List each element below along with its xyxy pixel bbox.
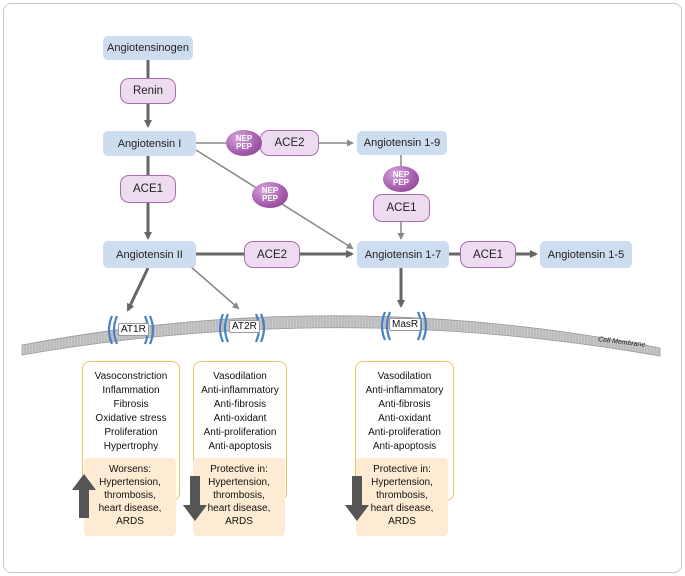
outcome-line: Hypertension, <box>208 477 270 488</box>
outcome-line: heart disease, <box>370 503 434 514</box>
outcome-line: ARDS <box>225 516 253 527</box>
node-angiotensin-i: Angiotensin I <box>103 131 196 156</box>
effect-item: Vasoconstriction <box>94 371 168 382</box>
effect-item: Fibrosis <box>113 399 149 410</box>
effect-item: Inflammation <box>102 385 160 396</box>
outcome-line: ARDS <box>388 516 416 527</box>
at2r-receptor <box>218 313 266 343</box>
outcome-line: heart disease, <box>207 503 271 514</box>
effect-item: Anti-fibrosis <box>378 399 431 410</box>
node-angiotensin-1-9: Angiotensin 1-9 <box>357 131 447 155</box>
effect-item: Anti-proliferation <box>368 427 441 438</box>
cell-membrane <box>21 315 661 357</box>
outcome-line: heart disease, <box>98 503 162 514</box>
effect-item: Vasodilation <box>213 371 267 382</box>
enzyme-ace1-main: ACE1 <box>120 175 176 203</box>
effect-item: Anti-oxidant <box>213 413 267 424</box>
outcome-line: thrombosis, <box>213 490 265 501</box>
arrow-ang2-at2r <box>189 265 240 310</box>
node-angiotensinogen: Angiotensinogen <box>103 36 193 60</box>
node-angiotensin-1-7: Angiotensin 1-7 <box>357 241 449 268</box>
at1r-outcome-note: Worsens: Hypertension, thrombosis, heart… <box>84 458 176 536</box>
effect-item: Anti-fibrosis <box>213 399 267 410</box>
masr-label: MasR <box>389 318 422 331</box>
node-angiotensin-1-5: Angiotensin 1-5 <box>540 241 632 268</box>
effect-item: Anti-inflammatory <box>201 385 279 396</box>
enzyme-ace1-far: ACE1 <box>460 241 516 268</box>
effect-item: Anti-apoptosis <box>208 441 272 452</box>
effect-item: Anti-proliferation <box>203 427 277 438</box>
enzyme-ace2-top: ACE2 <box>260 130 319 156</box>
enzyme-ace1-right: ACE1 <box>373 194 430 222</box>
outcome-line: Worsens: <box>108 464 152 475</box>
effect-item: Vasodilation <box>377 371 432 382</box>
enzyme-renin: Renin <box>120 78 176 104</box>
effect-item: Proliferation <box>104 427 158 438</box>
at1r-receptor <box>107 315 155 345</box>
masr-effects-list: Vasodilation Anti-inflammatory Anti-fibr… <box>356 370 453 454</box>
at1r-effects-list: Vasoconstriction Inflammation Fibrosis O… <box>83 370 179 454</box>
arrow-ang2-at1r <box>126 267 150 312</box>
at2r-effects-list: Vasodilation Anti-inflammatory Anti-fibr… <box>194 370 286 454</box>
node-angiotensin-ii: Angiotensin II <box>103 241 196 268</box>
masr-receptor <box>380 311 428 341</box>
effect-item: Oxidative stress <box>95 413 167 424</box>
at1r-label: AT1R <box>118 323 149 336</box>
outcome-line: thrombosis, <box>104 490 156 501</box>
effect-item: Anti-oxidant <box>378 413 431 424</box>
effect-item: Hypertrophy <box>103 441 159 452</box>
at2r-label: AT2R <box>229 320 260 333</box>
effect-item: Anti-apoptosis <box>372 441 437 452</box>
outcome-line: Hypertension, <box>371 477 433 488</box>
masr-outcome-note: Protective in: Hypertension, thrombosis,… <box>356 458 448 536</box>
enzyme-ace2-middle: ACE2 <box>244 241 300 268</box>
outcome-line: Protective in: <box>373 464 431 475</box>
outcome-line: ARDS <box>116 516 144 527</box>
at2r-outcome-note: Protective in: Hypertension, thrombosis,… <box>193 458 285 536</box>
effect-item: Anti-inflammatory <box>365 385 444 396</box>
outcome-line: Hypertension, <box>99 477 161 488</box>
outcome-line: Protective in: <box>210 464 268 475</box>
outcome-line: thrombosis, <box>376 490 428 501</box>
